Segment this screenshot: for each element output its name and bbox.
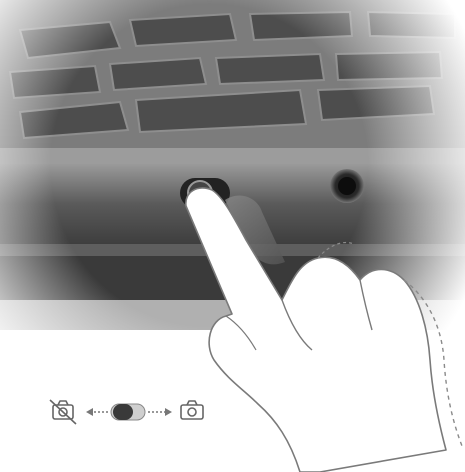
shutter-slider-icon [111,404,145,420]
